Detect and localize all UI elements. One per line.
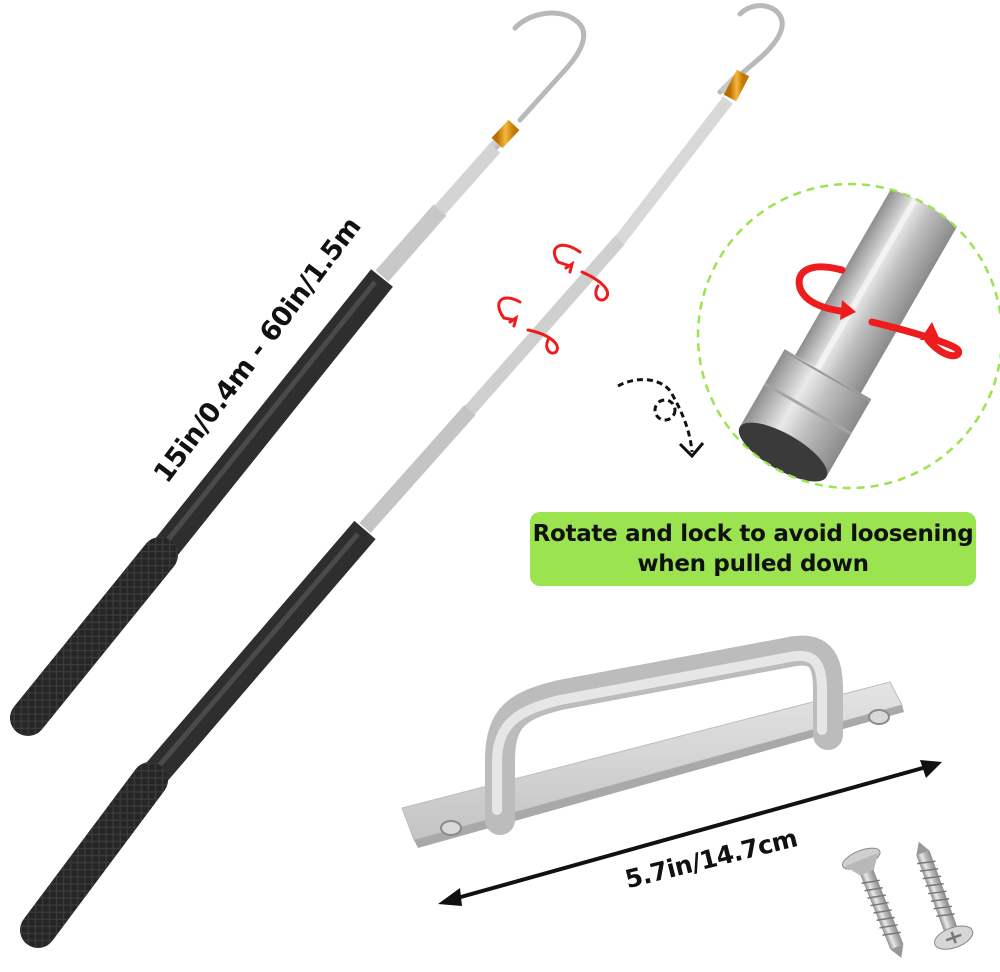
wall-mount-bracket: [401, 635, 904, 848]
grip-handle: [20, 762, 168, 948]
twist-lock-callout: Rotate and lock to avoid loosening when …: [530, 512, 976, 586]
hook-icon: [717, 3, 785, 95]
gold-collar: [723, 69, 750, 102]
rotate-icon: [795, 263, 963, 360]
screws: [841, 841, 974, 958]
telescopic-pole-left: [10, 10, 587, 736]
callout-line-2: when pulled down: [637, 551, 869, 577]
gold-collar: [491, 119, 520, 149]
twist-lock-detail: [696, 182, 1000, 490]
curved-dashed-arrow-icon: [617, 378, 705, 459]
double-headed-arrow-icon: [438, 760, 942, 906]
rotate-icon: [497, 243, 609, 355]
telescopic-pole-right: [20, 3, 785, 948]
hook-icon: [512, 10, 587, 123]
grip-handle: [10, 537, 178, 736]
callout-line-1: Rotate and lock to avoid loosening: [532, 521, 974, 547]
